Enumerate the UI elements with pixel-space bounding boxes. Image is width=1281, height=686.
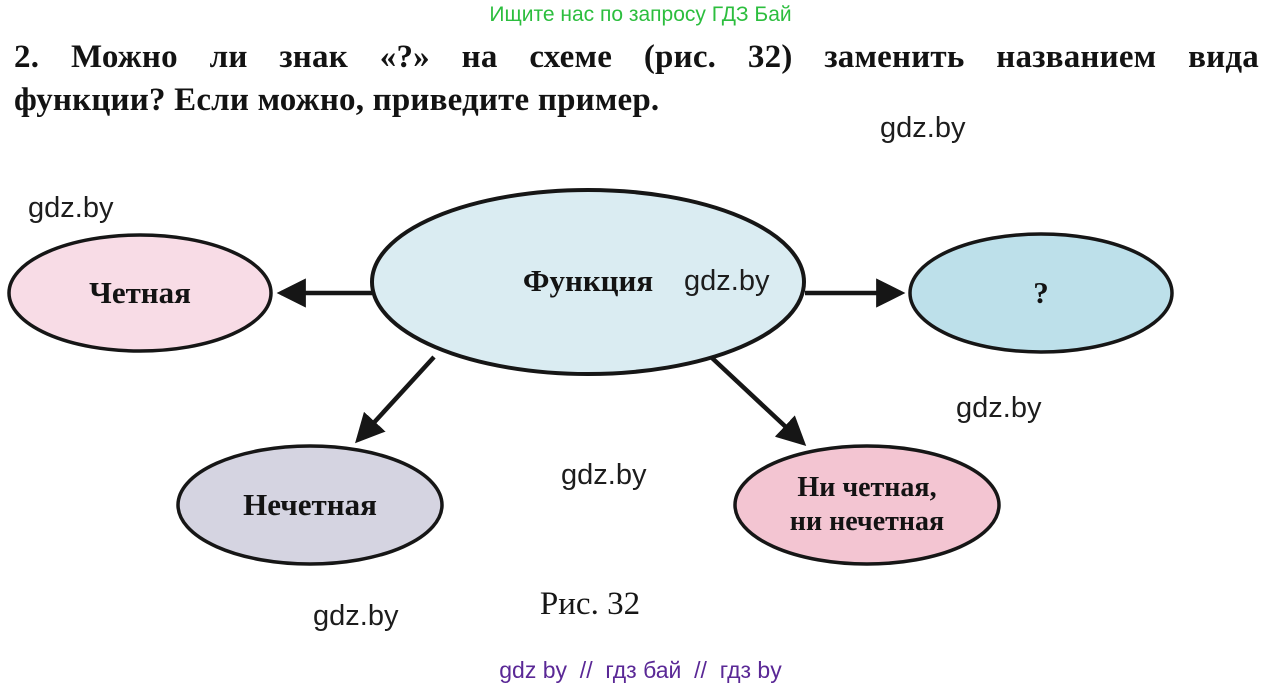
node-label-function: Функция bbox=[522, 263, 654, 298]
node-ellipse-question bbox=[908, 232, 1174, 354]
node-label-odd: Нечетная bbox=[243, 487, 377, 522]
watermark-gdz-right-middle: gdz.by bbox=[956, 392, 1042, 424]
figure-caption: Рис. 32 bbox=[539, 586, 641, 622]
node-label-neither-line-1: Ни четная, bbox=[797, 472, 937, 503]
watermark-gdz-center-bottom: gdz.by bbox=[561, 459, 647, 491]
node-label-neither-line-2: ни нечетная bbox=[789, 506, 945, 537]
watermark-gdz-left: gdz.by bbox=[28, 192, 114, 224]
watermark-gdz-center-ellipse: gdz.by bbox=[684, 265, 770, 297]
node-ellipse-odd bbox=[176, 444, 444, 566]
node-ellipse-even bbox=[7, 233, 273, 353]
problem-line-1-text: Можно ли знак «?» на схеме (рис. 32) зам… bbox=[70, 39, 1259, 75]
node-label-neither: Ни четная, ни нечетная bbox=[790, 471, 944, 539]
footer-watermark-text: gdz by // гдз бай // гдз by bbox=[499, 657, 782, 683]
arrow-to-odd bbox=[355, 355, 436, 444]
problem-line-2: функции? Если можно, приведите пример. bbox=[14, 82, 660, 118]
watermark-gdz-bottom-left: gdz.by bbox=[313, 600, 399, 632]
problem-line-1: 2. Можно ли знак «?» на схеме (рис. 32) … bbox=[14, 36, 1259, 79]
problem-number: 2. bbox=[14, 39, 40, 75]
node-ellipse-neither bbox=[733, 444, 1001, 566]
node-label-even: Четная bbox=[89, 275, 191, 310]
problem-statement: 2. Можно ли знак «?» на схеме (рис. 32) … bbox=[14, 36, 1259, 122]
arrow-to-neither bbox=[709, 355, 807, 446]
watermark-gdz-top-right: gdz.by bbox=[880, 112, 966, 144]
promo-banner-text: Ищите нас по запросу ГДЗ Бай bbox=[489, 3, 792, 26]
node-ellipse-function bbox=[370, 188, 806, 376]
node-label-question: ? bbox=[1033, 275, 1049, 310]
